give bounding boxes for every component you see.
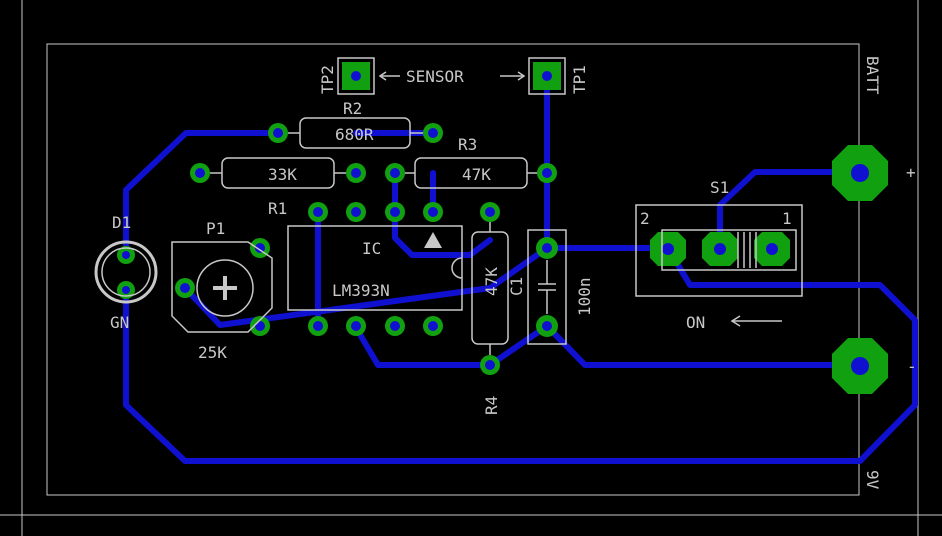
label-c1: C1 xyxy=(507,277,526,296)
label-r3-val: 47K xyxy=(462,165,491,184)
label-p1: P1 xyxy=(206,219,225,238)
label-p1-value: 25K xyxy=(198,343,227,362)
silkscreen-labels: TP2 TP1 SENSOR R2 680R R3 33K 47K R1 D1 … xyxy=(110,56,917,490)
label-s1-pin1: 1 xyxy=(782,209,792,228)
label-batt: BATT xyxy=(863,56,882,95)
label-gn: GN xyxy=(110,313,129,332)
label-r4-value: 47K xyxy=(482,267,501,296)
label-s1-pin2: 2 xyxy=(640,209,650,228)
label-9v: 9V xyxy=(863,470,882,490)
pot-cross-icon xyxy=(213,276,237,300)
label-plus: + xyxy=(906,163,916,182)
label-r1-val: 33K xyxy=(268,165,297,184)
pads xyxy=(117,62,888,394)
label-tp1: TP1 xyxy=(570,65,589,94)
label-r2-ref: R2 xyxy=(343,99,362,118)
label-tp2: TP2 xyxy=(318,65,337,94)
label-ic: IC xyxy=(362,239,381,258)
label-on: ON xyxy=(686,313,705,332)
label-r3-ref: R3 xyxy=(458,135,477,154)
label-sensor: SENSOR xyxy=(406,67,464,86)
label-r1-ref: R1 xyxy=(268,199,287,218)
label-c1-value: 100n xyxy=(575,277,594,316)
label-r2-val: 680R xyxy=(335,125,374,144)
label-r4-ref: R4 xyxy=(482,396,501,415)
label-d1: D1 xyxy=(112,213,131,232)
silkscreen-outlines xyxy=(94,57,803,355)
label-minus: - xyxy=(907,357,917,376)
label-ic-value: LM393N xyxy=(332,281,390,300)
label-s1: S1 xyxy=(710,178,729,197)
ic-pin1-marker xyxy=(424,232,442,248)
